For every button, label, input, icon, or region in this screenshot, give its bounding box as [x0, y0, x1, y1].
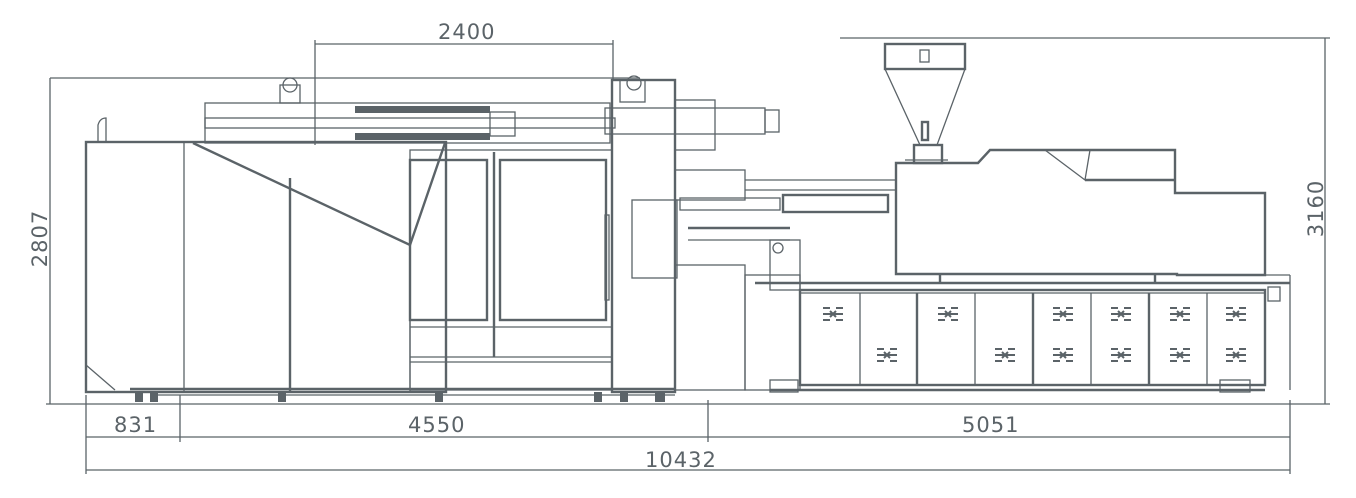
clamp-unit [84, 75, 780, 396]
machine-feet [135, 392, 665, 402]
injection-unit [674, 148, 1291, 391]
hopper-mark-icon [919, 49, 930, 63]
dim-clamp-length: 4550 [408, 413, 466, 437]
vent-icon [1111, 307, 1131, 321]
vent-icon [938, 307, 958, 321]
vent-grilles [823, 307, 1246, 362]
vent-icon [823, 307, 843, 321]
vent-icon [1170, 307, 1190, 321]
dim-overall-height: 3160 [1304, 179, 1329, 238]
vent-icon [995, 348, 1015, 362]
dim-machine-height: 2807 [28, 209, 53, 268]
vent-icon [1053, 348, 1073, 362]
vent-icon [1226, 307, 1246, 321]
dim-left-overhang: 831 [114, 413, 158, 437]
dimension-lines [46, 37, 1330, 474]
dim-injection-length: 5051 [962, 413, 1020, 437]
base-cabinets [769, 288, 1267, 393]
vent-icon [877, 348, 897, 362]
dim-overall-length: 10432 [645, 448, 717, 472]
vent-icon [1226, 348, 1246, 362]
hopper [883, 42, 967, 165]
vent-icon [1053, 307, 1073, 321]
vent-icon [1170, 348, 1190, 362]
vent-icon [1111, 348, 1131, 362]
dim-tie-bar-span: 2400 [438, 20, 496, 44]
